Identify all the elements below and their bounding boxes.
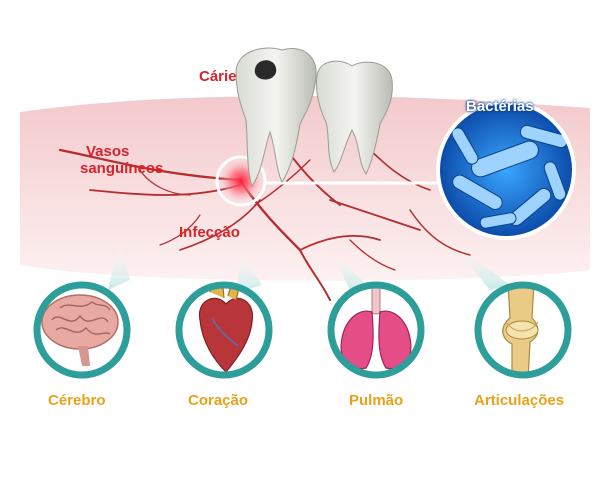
- blood-vessels: [58, 139, 471, 301]
- infection-marker: [215, 155, 267, 207]
- organ-label-joints: Articulações: [474, 392, 565, 409]
- bacteria-label: Bactérias: [466, 98, 534, 115]
- infection-label: Infecção: [179, 224, 240, 241]
- tooth-healthy: [315, 60, 393, 175]
- brain-icon: [41, 294, 119, 366]
- lungs-icon: [340, 285, 412, 370]
- caries-label: Cárie: [199, 68, 237, 85]
- tooth-decayed: [235, 47, 317, 188]
- cavity: [254, 60, 277, 80]
- organ-label-brain: Cérebro: [48, 392, 106, 409]
- bacteria-magnified: [436, 100, 576, 240]
- heart-circle: [175, 281, 273, 379]
- organ-label-heart: Coração: [188, 392, 249, 409]
- joint-circle: [474, 281, 572, 379]
- heart-icon: [198, 285, 254, 373]
- blood-vessels-label-line2: sanguíneos: [80, 160, 164, 177]
- brain-circle: [33, 281, 131, 379]
- organ-label-lungs: Pulmão: [349, 392, 404, 409]
- knee-joint-icon: [502, 285, 539, 375]
- lungs-circle: [327, 281, 425, 379]
- organ-connectors: [108, 240, 510, 292]
- blood-vessels-label-line1: Vasos: [86, 143, 130, 160]
